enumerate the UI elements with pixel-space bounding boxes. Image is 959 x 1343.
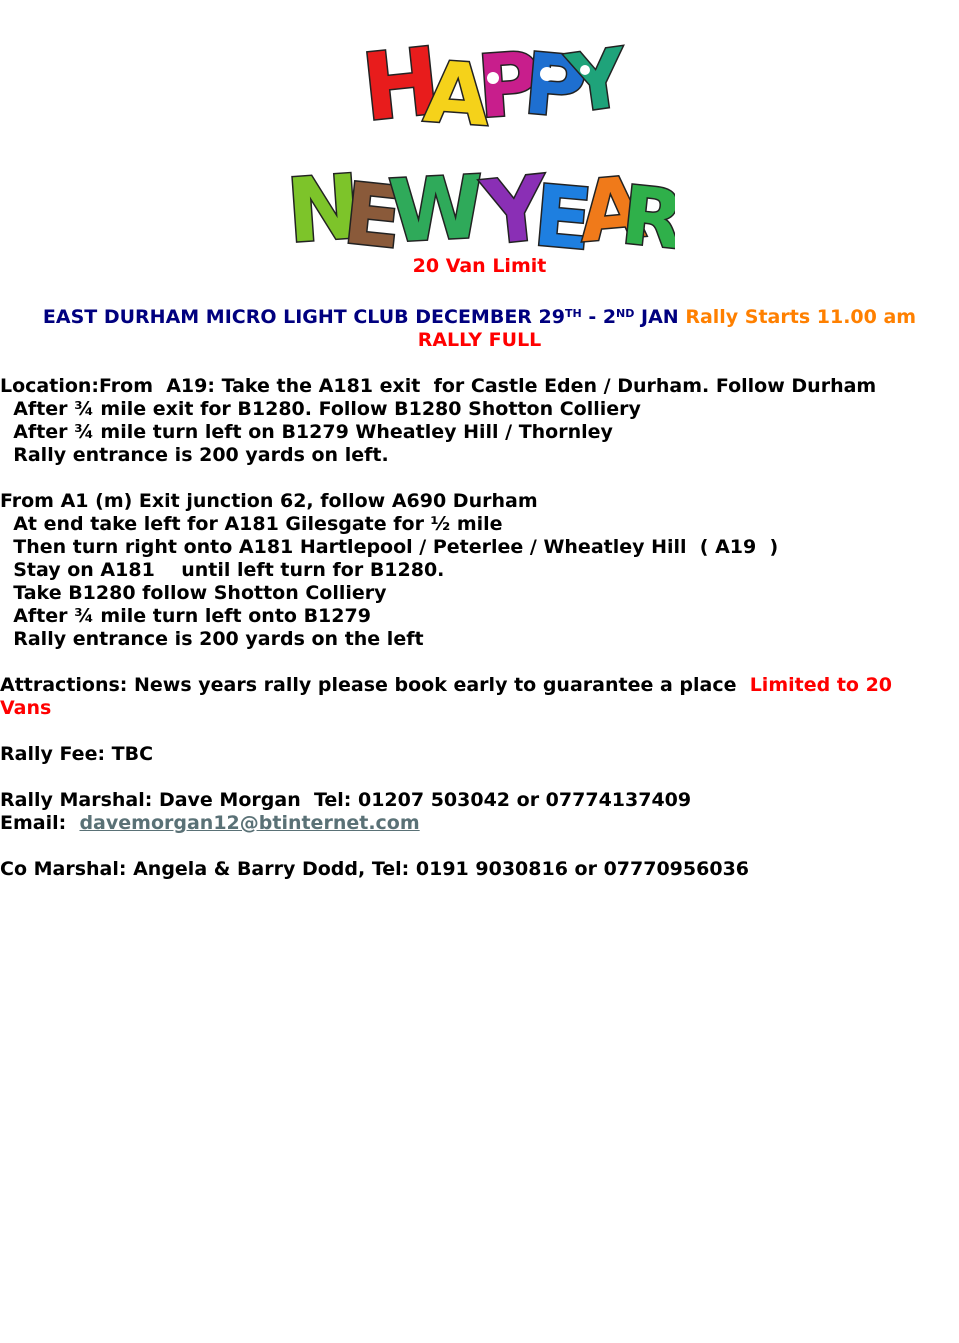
club-name-sup2: ND (616, 307, 635, 320)
rally-starts-text: Rally Starts 11.00 am (685, 306, 917, 328)
logo-letter-e2: E (530, 166, 596, 253)
directions-a1-line: From A1 (m) Exit junction 62, follow A69… (0, 490, 538, 512)
email-line: Email: davemorgan12@btinternet.com (0, 812, 420, 835)
logo-letter-a2: A (575, 158, 648, 253)
directions-a1-line: At end take left for A181 Gilesgate for … (0, 513, 503, 535)
logo-letter-w: W (387, 157, 487, 253)
directions-a19-line: After ¾ mile turn left on B1279 Wheatley… (0, 421, 613, 443)
directions-a19-line: Rally entrance is 200 yards on left. (0, 444, 389, 466)
logo-letter-p1: P (474, 34, 544, 138)
logo-letter-y: Y (561, 31, 633, 131)
rally-fee: Rally Fee: TBC (0, 743, 154, 765)
attractions-text: Attractions: News years rally please boo… (0, 674, 750, 696)
directions-a1-line: Stay on A181 until left turn for B1280. (0, 559, 445, 581)
logo-letter-r: R (617, 168, 675, 253)
club-name-part3: JAN (634, 306, 679, 328)
directions-a1-line: Rally entrance is 200 yards on the left (0, 628, 424, 650)
directions-a1-line: After ¾ mile turn left onto B1279 (0, 605, 371, 627)
email-link[interactable]: davemorgan12@btinternet.com (79, 812, 420, 834)
logo-letter-h: H (357, 28, 445, 142)
logo-letter-y2: Y (477, 156, 553, 253)
club-name-sup1: TH (564, 307, 582, 320)
co-marshal: Co Marshal: Angela & Barry Dodd, Tel: 01… (0, 858, 750, 880)
logo-star-decoration (580, 65, 590, 75)
rally-full-text: RALLY FULL (417, 329, 542, 351)
directions-a19-line: After ¾ mile exit for B1280. Follow B128… (0, 398, 641, 420)
limited-vans-continuation: Vans (0, 697, 52, 719)
logo-letter-p2: P (520, 34, 590, 137)
rally-marshal: Rally Marshal: Dave Morgan Tel: 01207 50… (0, 789, 692, 811)
club-name-part2: - 2 (581, 306, 617, 328)
club-name-part1: EAST DURHAM MICRO LIGHT CLUB DECEMBER 29 (42, 306, 565, 328)
attractions-line: Attractions: News years rally please boo… (0, 674, 892, 697)
logo-star-decoration (487, 72, 499, 84)
email-label: Email: (0, 812, 80, 834)
directions-a19-line: Location:From A19: Take the A181 exit fo… (0, 375, 877, 397)
van-limit-heading: 20 Van Limit (412, 255, 547, 277)
logo-letter-e1: E (339, 164, 406, 253)
limited-vans-text: Limited to 20 (749, 674, 893, 696)
club-header-line: EAST DURHAM MICRO LIGHT CLUB DECEMBER 29… (0, 306, 959, 328)
logo-star-decoration (540, 67, 554, 81)
logo-letter-n: N (285, 155, 364, 253)
directions-a1-line: Then turn right onto A181 Hartlepool / P… (0, 536, 779, 558)
directions-a1-line: Take B1280 follow Shotton Colliery (0, 582, 387, 604)
logo-letter-a: A (421, 43, 493, 145)
happy-new-year-graphic: H A P P Y N E W Y E A R (285, 18, 675, 253)
